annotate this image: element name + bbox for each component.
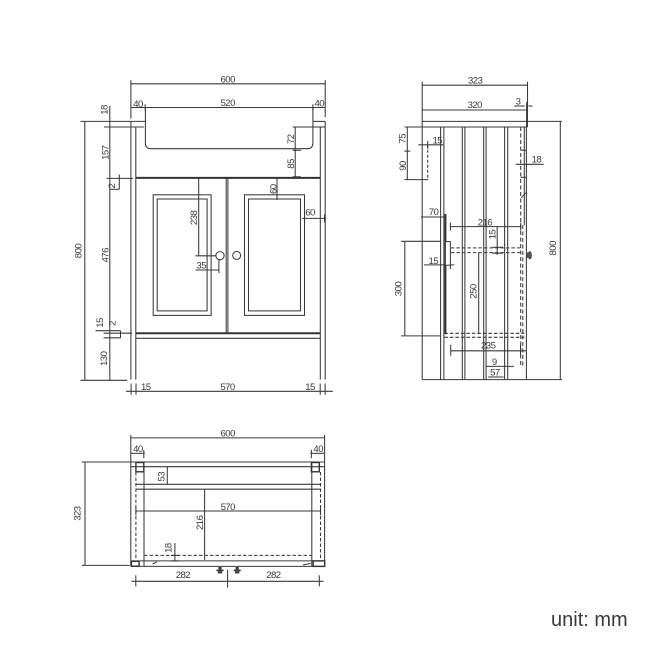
- svg-text:75: 75: [398, 134, 409, 144]
- svg-text:15: 15: [95, 318, 106, 328]
- svg-text:35: 35: [196, 260, 206, 271]
- svg-text:15: 15: [141, 382, 151, 393]
- svg-text:157: 157: [100, 145, 111, 160]
- svg-text:250: 250: [469, 284, 480, 299]
- svg-text:15: 15: [488, 230, 499, 240]
- svg-text:238: 238: [189, 211, 200, 226]
- svg-text:216: 216: [195, 515, 206, 530]
- svg-text:800: 800: [548, 241, 559, 256]
- svg-text:320: 320: [468, 100, 483, 111]
- svg-text:57: 57: [490, 368, 500, 379]
- svg-text:60: 60: [269, 184, 280, 194]
- svg-text:282: 282: [176, 570, 191, 581]
- svg-text:unit: mm: unit: mm: [551, 609, 628, 631]
- svg-text:800: 800: [73, 244, 84, 259]
- svg-text:235: 235: [481, 341, 496, 352]
- svg-text:40: 40: [133, 99, 143, 110]
- svg-text:520: 520: [221, 98, 236, 109]
- svg-text:15: 15: [305, 382, 315, 393]
- svg-text:130: 130: [99, 351, 110, 366]
- svg-text:60: 60: [305, 208, 315, 219]
- svg-text:476: 476: [100, 248, 111, 263]
- svg-text:70: 70: [429, 207, 439, 218]
- svg-text:3: 3: [516, 96, 521, 107]
- svg-text:216: 216: [478, 217, 493, 228]
- svg-text:570: 570: [221, 502, 236, 513]
- svg-text:600: 600: [221, 75, 236, 86]
- svg-text:570: 570: [220, 382, 235, 393]
- svg-text:18: 18: [532, 155, 542, 166]
- svg-text:300: 300: [394, 282, 405, 297]
- svg-text:72: 72: [286, 134, 297, 144]
- svg-text:40: 40: [313, 444, 323, 455]
- svg-text:18: 18: [100, 105, 111, 115]
- svg-text:282: 282: [266, 570, 281, 581]
- svg-text:53: 53: [156, 472, 167, 482]
- svg-text:2: 2: [107, 183, 118, 188]
- svg-text:2: 2: [108, 321, 119, 326]
- svg-text:600: 600: [221, 428, 236, 439]
- svg-text:18: 18: [163, 543, 174, 553]
- svg-text:90: 90: [398, 161, 409, 171]
- svg-text:85: 85: [286, 159, 297, 169]
- svg-text:40: 40: [133, 444, 143, 455]
- svg-text:15: 15: [433, 136, 443, 147]
- svg-text:323: 323: [72, 506, 83, 521]
- svg-text:9: 9: [492, 357, 497, 368]
- svg-text:40: 40: [315, 98, 325, 109]
- svg-text:323: 323: [468, 75, 483, 86]
- svg-text:15: 15: [429, 256, 439, 267]
